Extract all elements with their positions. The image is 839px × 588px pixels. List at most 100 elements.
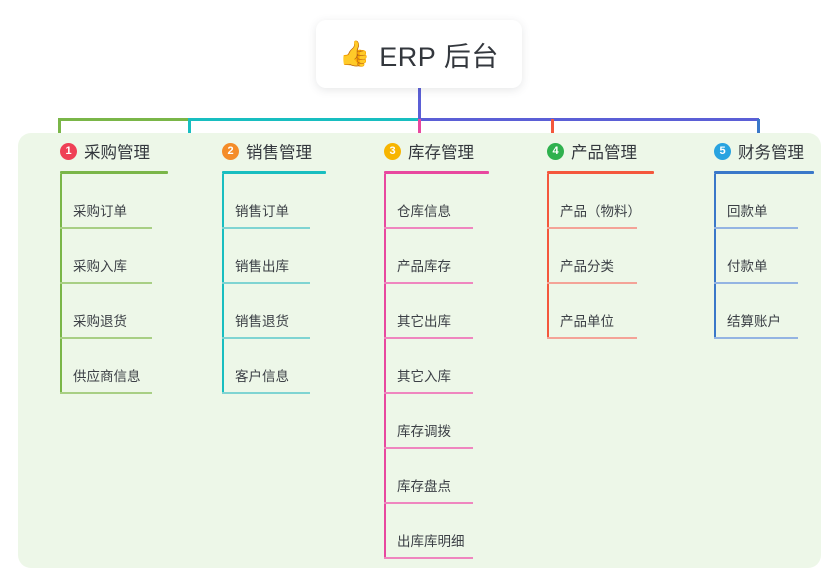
branch-item-label: 销售出库 bbox=[235, 259, 289, 274]
branch-column-1: 1 采购管理采购订单采购入库采购退货供应商信息 bbox=[38, 140, 168, 394]
branch-item-rule bbox=[60, 227, 152, 229]
branch-item-rule bbox=[714, 227, 798, 229]
branch-item-label: 产品（物料） bbox=[560, 204, 641, 219]
branch-item-rule bbox=[384, 392, 473, 394]
branch-item-list: 销售订单销售出库销售退货客户信息 bbox=[200, 174, 324, 394]
branch-column-2: 2 销售管理销售订单销售出库销售退货客户信息 bbox=[200, 140, 326, 394]
branch-item-rule bbox=[60, 392, 152, 394]
branch-header-4[interactable]: 4 产品管理 bbox=[525, 140, 652, 162]
branch-item-rule bbox=[384, 282, 473, 284]
branch-item-label: 产品分类 bbox=[560, 259, 614, 274]
branch-item-label: 客户信息 bbox=[235, 369, 289, 384]
branch-item-label: 出库库明细 bbox=[397, 534, 465, 549]
branch-item[interactable]: 产品（物料） bbox=[525, 174, 652, 229]
branch-item[interactable]: 库存盘点 bbox=[362, 449, 487, 504]
branch-item-rule bbox=[60, 282, 152, 284]
branch-item[interactable]: 付款单 bbox=[692, 229, 808, 284]
branch-item-list: 采购订单采购入库采购退货供应商信息 bbox=[38, 174, 164, 394]
branch-item[interactable]: 采购订单 bbox=[38, 174, 164, 229]
branch-item[interactable]: 出库库明细 bbox=[362, 504, 487, 559]
branch-header-1[interactable]: 1 采购管理 bbox=[38, 140, 164, 162]
branch-item-label: 供应商信息 bbox=[73, 369, 141, 384]
branch-item-label: 仓库信息 bbox=[397, 204, 451, 219]
branch-spine bbox=[547, 174, 549, 339]
branch-header-5[interactable]: 5 财务管理 bbox=[692, 140, 808, 162]
branch-item-label: 产品单位 bbox=[560, 314, 614, 329]
branch-item[interactable]: 采购退货 bbox=[38, 284, 164, 339]
branch-number-badge: 4 bbox=[547, 142, 564, 160]
root-title: ERP 后台 bbox=[379, 41, 499, 72]
thumbs-up-icon: 👍 bbox=[339, 39, 371, 68]
branch-number-badge: 1 bbox=[60, 142, 77, 160]
branch-item-rule bbox=[714, 337, 798, 339]
branch-item-label: 销售退货 bbox=[235, 314, 289, 329]
branch-item[interactable]: 其它入库 bbox=[362, 339, 487, 394]
branch-item-rule bbox=[60, 337, 152, 339]
branch-item[interactable]: 产品分类 bbox=[525, 229, 652, 284]
branch-item-label: 其它入库 bbox=[397, 369, 451, 384]
branch-number-badge: 2 bbox=[222, 142, 239, 160]
branch-column-4: 4 产品管理产品（物料） 产品分类产品单位 bbox=[525, 140, 654, 339]
branch-item-rule bbox=[222, 282, 310, 284]
branch-item[interactable]: 仓库信息 bbox=[362, 174, 487, 229]
branch-column-3: 3 库存管理仓库信息产品库存其它出库其它入库库存调拨库存盘点出库库明细 bbox=[362, 140, 489, 559]
branch-rule bbox=[384, 171, 489, 174]
branch-item-label: 库存盘点 bbox=[397, 479, 451, 494]
branch-title: 财务管理 bbox=[738, 144, 804, 162]
branch-item[interactable]: 销售订单 bbox=[200, 174, 324, 229]
branch-item-rule bbox=[384, 502, 473, 504]
branch-item-label: 库存调拨 bbox=[397, 424, 451, 439]
branch-item-rule bbox=[547, 337, 637, 339]
branch-item-rule bbox=[384, 337, 473, 339]
branch-title: 产品管理 bbox=[571, 144, 637, 162]
branch-item-rule bbox=[714, 282, 798, 284]
branch-item-rule bbox=[222, 392, 310, 394]
branch-header-3[interactable]: 3 库存管理 bbox=[362, 140, 487, 162]
branch-item-label: 采购入库 bbox=[73, 259, 127, 274]
branch-item-rule bbox=[547, 282, 637, 284]
branch-title: 采购管理 bbox=[84, 144, 150, 162]
branch-item-rule bbox=[384, 447, 473, 449]
branch-item[interactable]: 其它出库 bbox=[362, 284, 487, 339]
branch-item-label: 付款单 bbox=[727, 259, 768, 274]
branch-rule bbox=[714, 171, 814, 174]
branch-item[interactable]: 供应商信息 bbox=[38, 339, 164, 394]
branch-item-label: 产品库存 bbox=[397, 259, 451, 274]
branch-item-list: 产品（物料） 产品分类产品单位 bbox=[525, 174, 652, 339]
branch-item-rule bbox=[384, 557, 473, 559]
branch-item-label: 其它出库 bbox=[397, 314, 451, 329]
branch-item-label: 结算账户 bbox=[727, 314, 781, 329]
root-node[interactable]: 👍 ERP 后台 bbox=[316, 20, 522, 88]
branch-item[interactable]: 销售出库 bbox=[200, 229, 324, 284]
branch-item-list: 仓库信息产品库存其它出库其它入库库存调拨库存盘点出库库明细 bbox=[362, 174, 487, 559]
branch-rule bbox=[222, 171, 326, 174]
branches-panel bbox=[18, 133, 821, 568]
branch-number-badge: 5 bbox=[714, 142, 731, 160]
branch-number-badge: 3 bbox=[384, 142, 401, 160]
branch-item-rule bbox=[384, 227, 473, 229]
branch-item[interactable]: 库存调拨 bbox=[362, 394, 487, 449]
branch-item-label: 采购订单 bbox=[73, 204, 127, 219]
branch-item-rule bbox=[547, 227, 637, 229]
branch-item[interactable]: 产品单位 bbox=[525, 284, 652, 339]
branch-title: 销售管理 bbox=[246, 144, 312, 162]
branch-item-list: 回款单付款单结算账户 bbox=[692, 174, 808, 339]
branch-spine bbox=[60, 174, 62, 394]
branch-item-rule bbox=[222, 227, 310, 229]
branch-item-label: 回款单 bbox=[727, 204, 768, 219]
branch-item[interactable]: 结算账户 bbox=[692, 284, 808, 339]
branch-spine bbox=[222, 174, 224, 394]
branch-spine bbox=[384, 174, 386, 559]
branch-item[interactable]: 销售退货 bbox=[200, 284, 324, 339]
branch-header-2[interactable]: 2 销售管理 bbox=[200, 140, 324, 162]
branch-item[interactable]: 客户信息 bbox=[200, 339, 324, 394]
branch-title: 库存管理 bbox=[408, 144, 474, 162]
branch-item-rule bbox=[222, 337, 310, 339]
branch-item[interactable]: 采购入库 bbox=[38, 229, 164, 284]
branch-item[interactable]: 产品库存 bbox=[362, 229, 487, 284]
branch-rule bbox=[547, 171, 654, 174]
branch-item[interactable]: 回款单 bbox=[692, 174, 808, 229]
branch-item-label: 销售订单 bbox=[235, 204, 289, 219]
branch-rule bbox=[60, 171, 168, 174]
